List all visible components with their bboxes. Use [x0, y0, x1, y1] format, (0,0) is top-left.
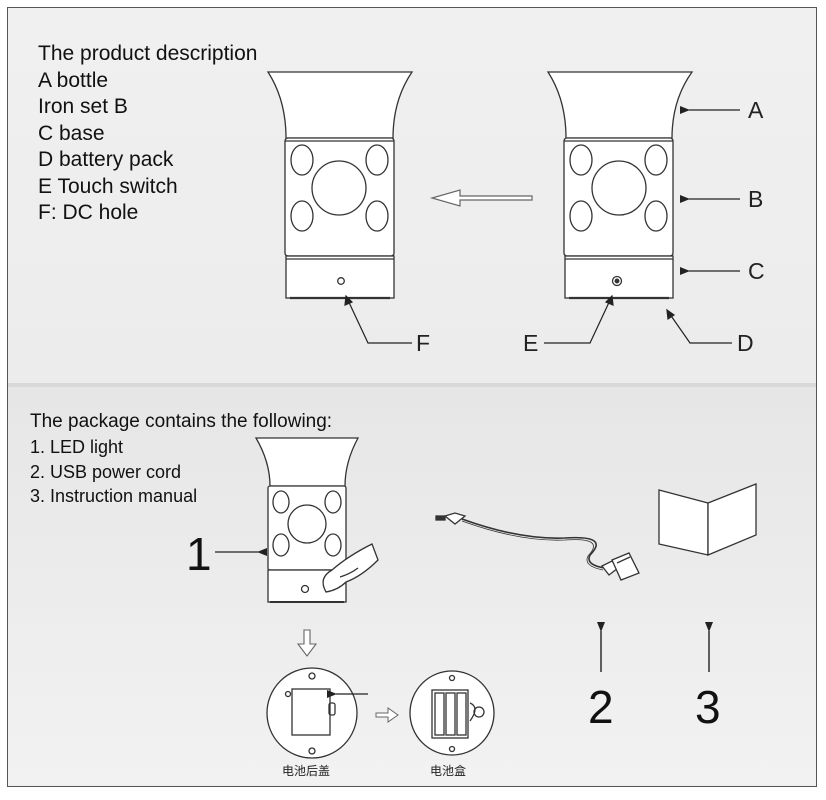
hollow-arrow-left [429, 189, 533, 207]
desc-item-e: E Touch switch [38, 174, 178, 198]
lamp-left-illustration [266, 71, 414, 300]
package-lamp-illustration [254, 437, 379, 603]
lamp-right-illustration [546, 71, 694, 300]
callout-line-d [666, 309, 732, 344]
desc-item-d: D battery pack [38, 148, 174, 172]
callout-label-f: F [416, 330, 431, 356]
callout-label-e: E [523, 330, 539, 356]
callout-label-c: C [748, 258, 765, 284]
battery-cover-illustration [266, 667, 358, 759]
hollow-arrow-down [296, 629, 318, 657]
package-item-led-light: 1. LED light [30, 437, 124, 457]
battery-box-label: 电池盒 [430, 764, 467, 778]
package-item-manual: 3. Instruction manual [30, 486, 198, 506]
usb-cord-illustration [435, 512, 640, 581]
desc-item-b: Iron set B [38, 95, 128, 119]
desc-item-a: A bottle [38, 69, 109, 92]
callout-line-f [345, 295, 412, 344]
instruction-manual-illustration [658, 483, 757, 556]
product-description-title: The product description [38, 42, 258, 65]
section-divider [8, 383, 816, 387]
battery-cover-label: 电池后盖 [282, 764, 331, 778]
battery-box-illustration [409, 670, 495, 756]
package-item-usb-cord: 2. USB power cord [30, 461, 182, 482]
callout-label-a: A [748, 97, 764, 123]
callout-label-b: B [748, 186, 764, 212]
package-number-2: 2 [588, 681, 614, 733]
package-number-1: 1 [186, 528, 212, 580]
hollow-arrow-right [375, 707, 399, 723]
desc-item-c: C base [38, 121, 105, 145]
package-list: 1. LED light 2. USB power cord 3. Instru… [30, 435, 197, 509]
callout-line-e [544, 295, 613, 344]
package-title: The package contains the following: [30, 411, 333, 432]
desc-item-f: F: DC hole [38, 201, 139, 225]
product-description-list: A bottle Iron set B C base D battery pac… [38, 68, 178, 226]
package-number-3: 3 [695, 681, 721, 733]
callout-label-d: D [737, 330, 754, 356]
